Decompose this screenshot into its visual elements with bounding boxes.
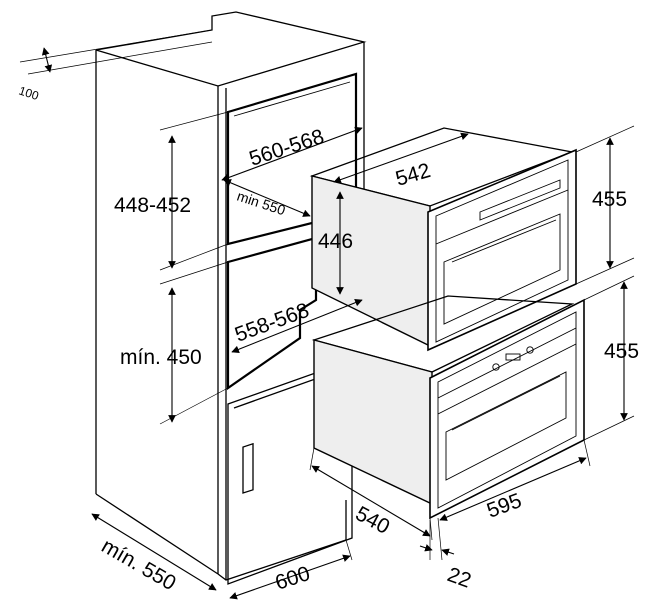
dim-lower-front-height-label: 455 — [604, 340, 639, 363]
dim-front-thickness: 22 — [419, 517, 474, 593]
dim-upper-oven-height: 446 — [318, 191, 353, 295]
dim-lower-niche-width-label: 558-568 — [232, 299, 312, 347]
knob-icon — [492, 363, 500, 371]
dim-lower-oven-depth-label: 540 — [352, 502, 394, 539]
dim-front-thickness-label: 22 — [444, 563, 474, 593]
dim-upper-oven-height-label: 446 — [318, 230, 353, 253]
dim-cabinet-depth: mín. 550 — [91, 513, 217, 595]
dim-cabinet-width-label: 600 — [272, 562, 312, 595]
dim-top-gap: 100 — [17, 29, 213, 104]
dim-upper-front-height: 455 — [575, 125, 635, 285]
dim-upper-niche-depth-label: min 550 — [235, 188, 288, 219]
dim-top-gap-label: 100 — [17, 84, 41, 104]
tall-cabinet — [95, 11, 367, 581]
dim-front-width-label: 595 — [484, 489, 525, 523]
dim-upper-oven-width: 542 — [333, 132, 469, 191]
dim-lower-niche-width: 558-568 — [231, 299, 363, 354]
dim-upper-niche-width-label: 560-568 — [246, 125, 326, 171]
display-icon — [505, 353, 521, 361]
dim-lower-niche-height-label: mín. 450 — [120, 346, 202, 369]
dim-cabinet-width: 600 — [229, 539, 353, 600]
dim-upper-front-height-label: 455 — [592, 188, 627, 211]
door-handle-icon — [242, 442, 254, 494]
dim-lower-niche-height: mín. 450 — [120, 261, 229, 425]
dim-upper-niche-height: 448-452 — [114, 111, 229, 271]
dim-upper-oven-width-label: 542 — [393, 159, 433, 191]
dim-lower-front-height: 455 — [583, 275, 639, 441]
dim-upper-niche-height-label: 448-452 — [114, 194, 191, 217]
knob-icon — [526, 346, 534, 354]
dim-upper-niche-depth: min 550 — [223, 179, 311, 219]
dim-upper-niche-width: 560-568 — [221, 125, 363, 182]
dim-cabinet-depth-label: mín. 550 — [98, 534, 180, 595]
